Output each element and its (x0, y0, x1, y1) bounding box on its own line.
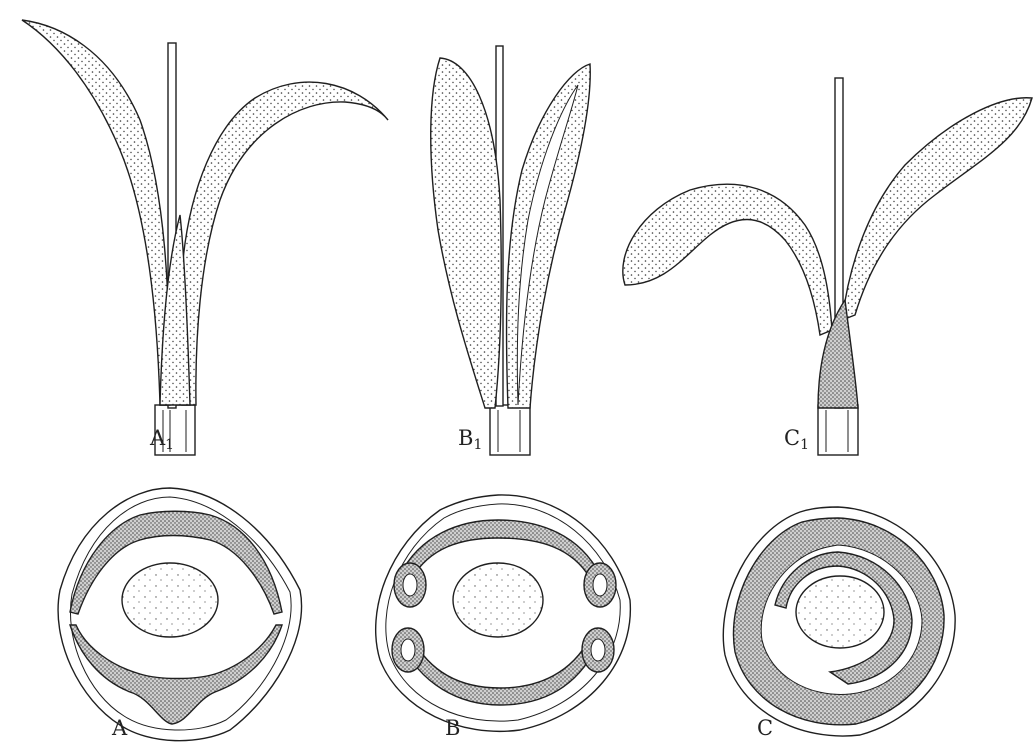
label-b: B (445, 718, 460, 739)
label-a1-letter: A (150, 426, 165, 450)
label-c: C (757, 718, 773, 739)
label-b1-letter: B (458, 426, 473, 450)
leaf-left-a1 (22, 20, 170, 405)
seedling-c1 (623, 78, 1032, 455)
stem-base-b1 (490, 405, 530, 455)
leaf-left-b1 (431, 58, 501, 408)
label-a1-sub: 1 (165, 437, 174, 453)
center-core-a (122, 563, 218, 637)
seedling-a1 (22, 20, 388, 455)
label-b1: B1 (458, 428, 482, 452)
seedling-b1 (431, 46, 591, 455)
leaf-left-c1 (623, 184, 832, 335)
label-c1-letter: C (784, 426, 800, 450)
cross-section-a (58, 488, 301, 741)
stem-base-c1 (818, 405, 858, 455)
label-b1-sub: 1 (473, 437, 482, 453)
cross-section-c (723, 507, 955, 736)
label-a: A (112, 718, 127, 739)
label-c1-sub: 1 (800, 437, 809, 453)
label-c1: C1 (784, 428, 809, 452)
leaf-right-c1 (842, 98, 1032, 320)
center-core-b (453, 563, 543, 637)
label-c-letter: C (757, 716, 773, 740)
label-a1: A1 (150, 428, 174, 452)
center-core-c (796, 576, 884, 648)
leaf-right-a1 (180, 82, 388, 405)
cross-section-b (376, 495, 631, 731)
label-b-letter: B (445, 716, 460, 740)
label-a-letter: A (112, 716, 127, 740)
